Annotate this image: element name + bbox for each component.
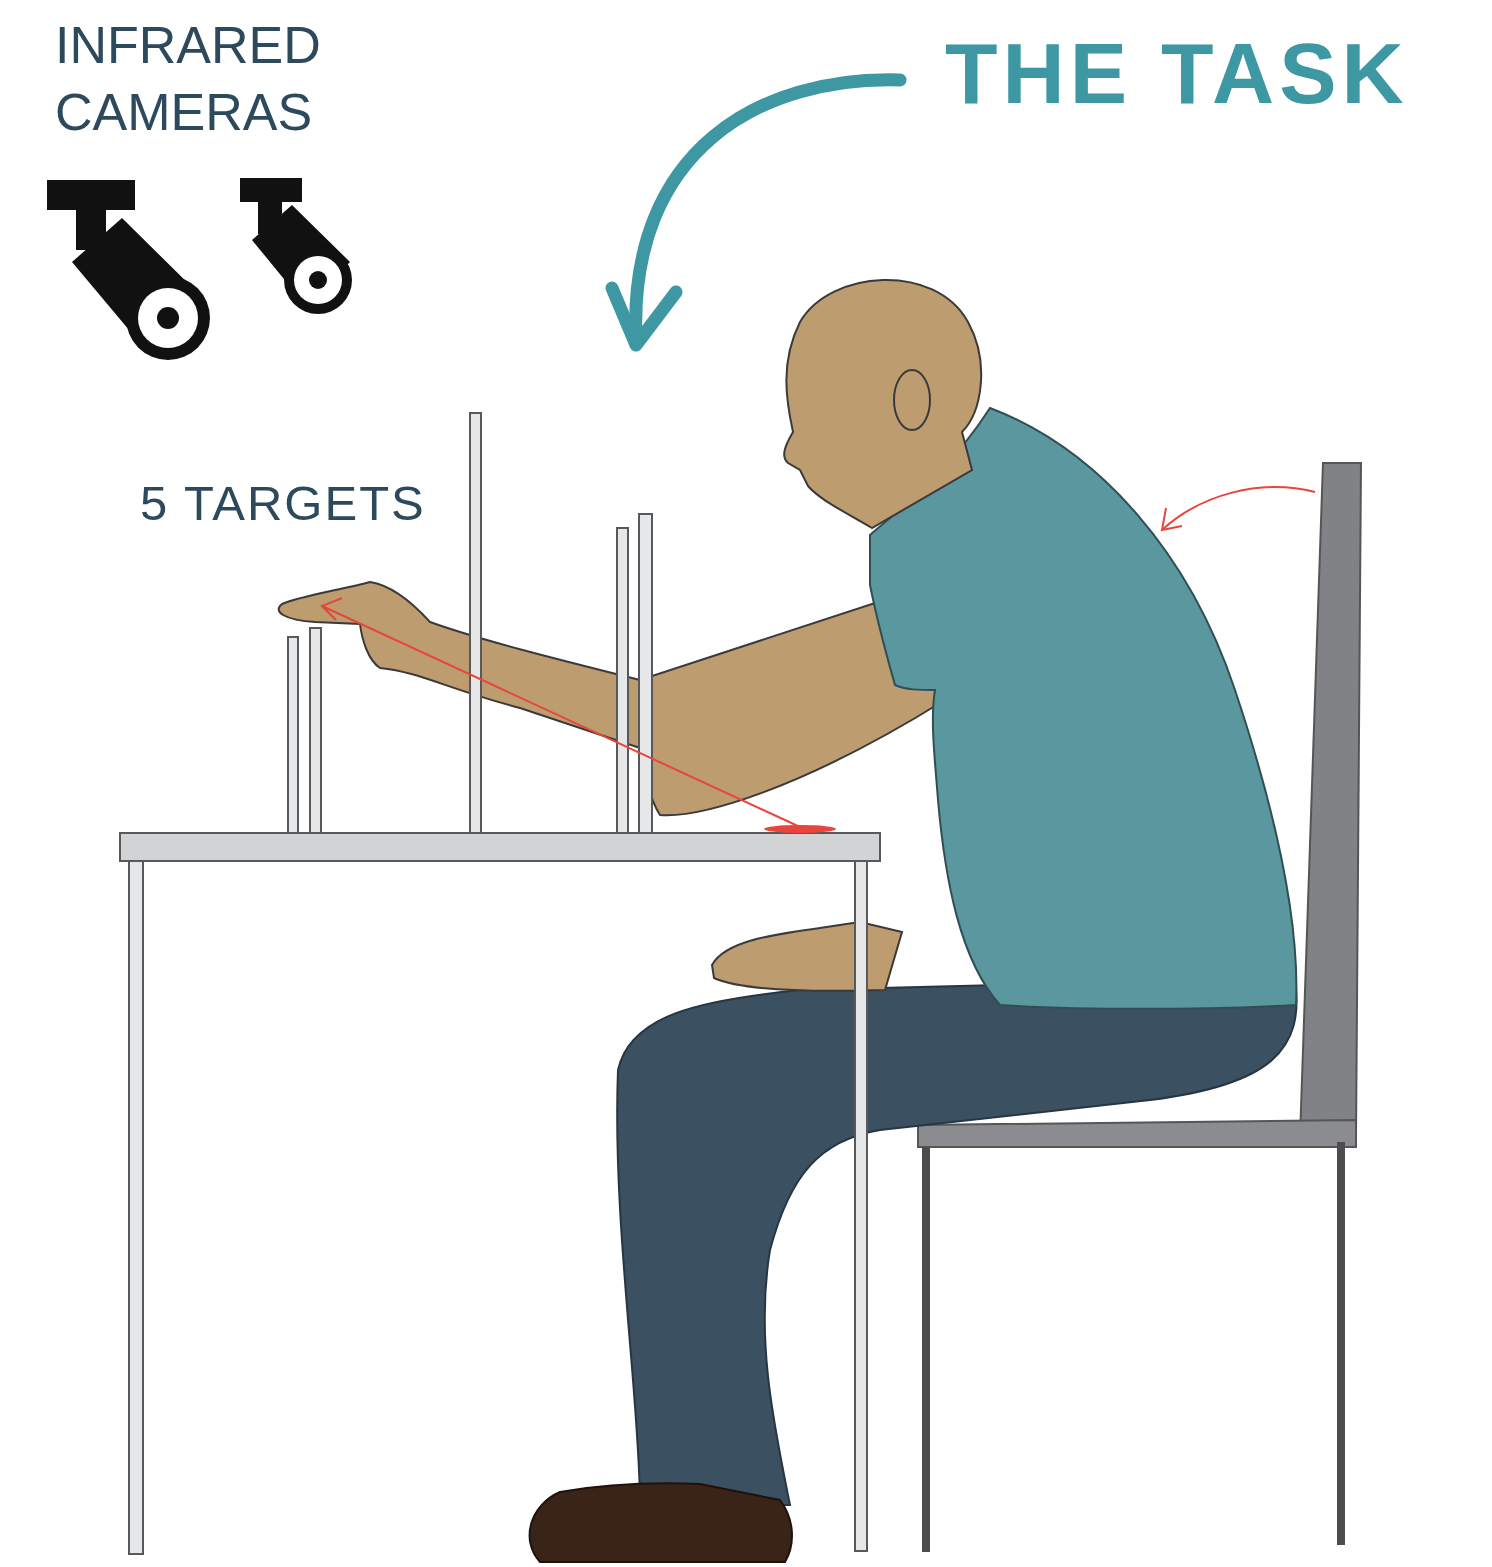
camera-lens xyxy=(294,256,342,304)
title: THE TASK xyxy=(945,22,1485,125)
shoe xyxy=(530,1483,792,1562)
target-label: 5 TARGETS xyxy=(140,474,540,533)
arrow-head xyxy=(612,288,676,345)
camera xyxy=(47,180,210,360)
table-top xyxy=(120,833,880,861)
hand xyxy=(712,922,902,991)
arrow-head xyxy=(322,598,342,620)
camera-label: INFRARED CAMERAS xyxy=(55,12,355,146)
chair-seat xyxy=(918,1120,1356,1147)
camera xyxy=(240,178,352,314)
chair-back xyxy=(1300,463,1361,1138)
ear xyxy=(894,370,930,430)
trousers xyxy=(617,980,1296,1505)
target-pole xyxy=(310,628,321,833)
camera-lens xyxy=(157,307,179,329)
camera-lens xyxy=(284,246,352,314)
camera-lens xyxy=(309,271,327,289)
camera-lens xyxy=(138,288,198,348)
head xyxy=(784,280,981,528)
arm xyxy=(279,582,945,815)
camera-lens xyxy=(126,276,210,360)
arrow-head xyxy=(1162,508,1182,530)
target-pole xyxy=(470,413,481,833)
shirt xyxy=(870,408,1296,1009)
target-pole xyxy=(639,514,652,833)
chair-leg xyxy=(1337,1142,1345,1545)
table-leg xyxy=(855,861,867,1551)
table-leg xyxy=(129,861,143,1554)
trunk-arrow xyxy=(1162,487,1315,530)
chair-leg xyxy=(922,1147,930,1552)
target-pole xyxy=(617,528,628,833)
target-pole xyxy=(288,637,298,833)
reach-arrow xyxy=(322,606,800,827)
